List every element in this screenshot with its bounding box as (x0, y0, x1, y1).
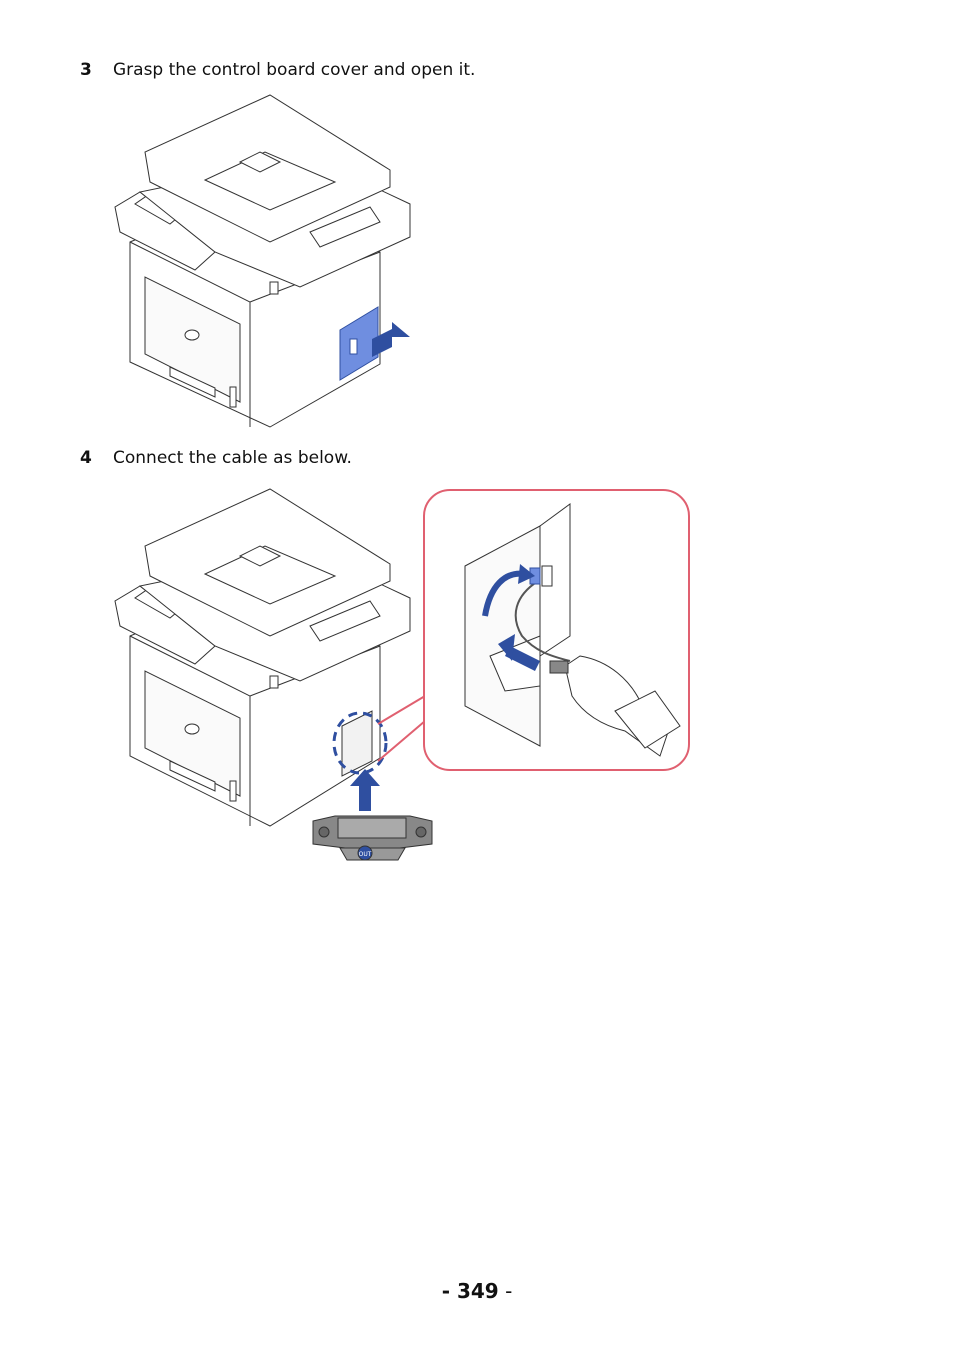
page-number-suffix: - (498, 1279, 513, 1303)
step-3: 3 Grasp the control board cover and open … (80, 59, 475, 81)
page-number: - 349 - (0, 1279, 954, 1303)
step-4: 4 Connect the cable as below. (80, 447, 352, 469)
step-number: 4 (80, 448, 92, 468)
printer-connect-cable-illustration: OUT (114, 488, 690, 861)
page-number-value: - 349 (441, 1279, 499, 1303)
step-text: Grasp the control board cover and open i… (113, 60, 476, 80)
printer-open-cover-illustration (114, 94, 411, 428)
adapter-out-label: OUT (359, 851, 372, 858)
step-text: Connect the cable as below. (113, 448, 352, 468)
step-number: 3 (80, 60, 92, 80)
